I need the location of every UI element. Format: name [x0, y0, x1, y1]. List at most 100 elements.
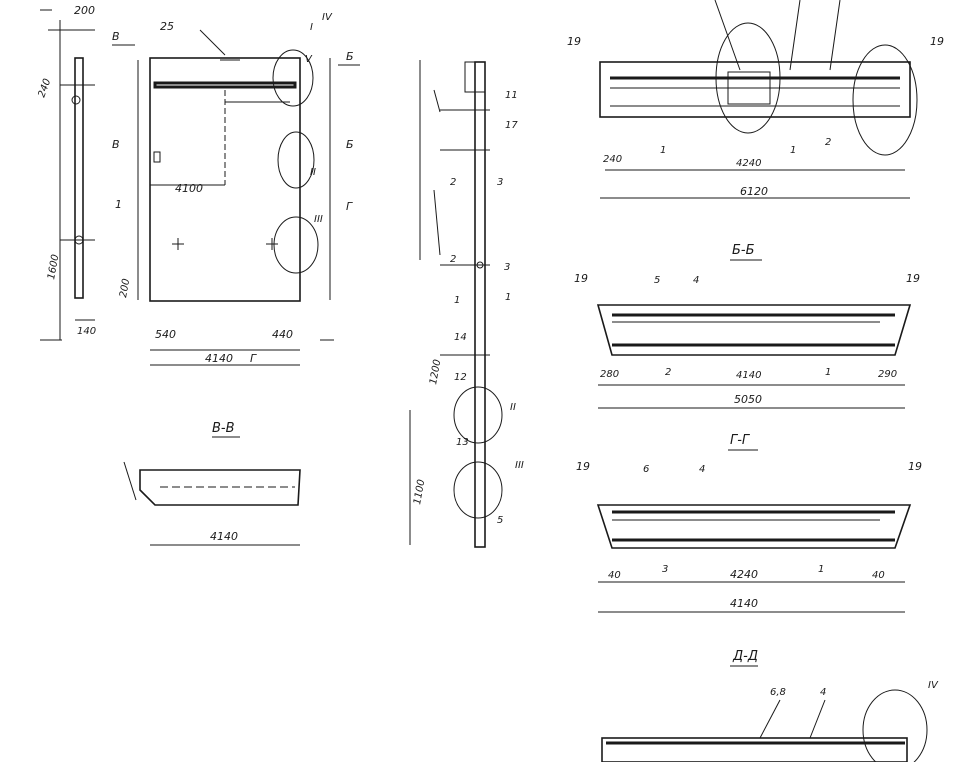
section-v-dim: 4140 [210, 530, 238, 543]
section-b-mark-1: 1 [825, 367, 831, 378]
edge-mark-11: 11 [505, 90, 518, 101]
edge-mark-5: 5 [497, 515, 503, 526]
panel-dim-440: 440 [272, 328, 293, 341]
plan-a-view: 19 19 1 1 2 6120 240 4240 [567, 0, 944, 199]
section-v-title: В-В [212, 421, 235, 436]
section-g-dim-4240: 4240 [730, 568, 758, 581]
section-d-outline [601, 737, 908, 762]
strip-node-top [71, 95, 81, 105]
section-d-leader-1 [759, 699, 781, 739]
section-d-mark-4: 4 [820, 687, 826, 698]
section-g-dim-4140: 4140 [730, 597, 758, 610]
plan-a-mark-2: 2 [825, 137, 831, 148]
strip-dim-1: 200 [74, 4, 95, 17]
edge-detail-circle-III [453, 461, 503, 519]
mark-I: I [310, 22, 313, 33]
section-d-circle-IV [862, 689, 928, 762]
strip-body [74, 57, 84, 299]
panel-dim-4140: 4140 [205, 352, 233, 365]
section-g-mark-1: 1 [818, 564, 824, 575]
strip-dim-4: 140 [77, 326, 96, 337]
section-b-view: Б-Б 19 19 5 4 2 1 280 4140 290 5050 [574, 243, 920, 409]
section-d-view: Д-Д 6,8 4 IV [601, 649, 939, 762]
strip-node [74, 235, 84, 245]
panel-cross-mark-2 [266, 238, 278, 250]
cut-v-top: В [112, 30, 120, 43]
edge-mark-1a: 1 [454, 295, 460, 306]
mark-IV: IV [322, 12, 333, 23]
edge-hatch-1 [433, 89, 441, 113]
cut-g-bottom: Г [250, 352, 257, 365]
edge-mark-3b: 3 [504, 262, 510, 273]
edge-mark-17: 17 [505, 120, 518, 131]
section-g-mark-19-right: 19 [908, 460, 922, 473]
plan-a-leader-2 [789, 0, 801, 71]
mark-II: II [310, 167, 316, 178]
panel-outline [149, 57, 301, 302]
plan-a-mark-1b: 1 [790, 145, 796, 156]
section-g-title: Г-Г [730, 433, 751, 448]
section-g-view: Г-Г 19 19 6 4 3 1 40 4240 40 4140 [576, 433, 922, 613]
section-b-title: Б-Б [732, 243, 755, 258]
edge-view: 11 17 2 3 2 3 1 1 14 12 13 5 II III 1200… [409, 60, 524, 548]
edge-mark-13: 13 [456, 437, 469, 448]
section-b-mark-2: 2 [665, 367, 671, 378]
panel-dim-4100: 4100 [175, 182, 203, 195]
cut-v-bottom: В [112, 138, 120, 151]
plan-a-dim-4240: 4240 [736, 158, 761, 169]
section-g-mark-3: 3 [662, 564, 668, 575]
side-strip-view: 200 240 1600 140 [36, 4, 96, 341]
detail-circle-I [272, 49, 314, 107]
section-d-leader-2 [809, 699, 826, 739]
edge-mark-12: 12 [454, 372, 467, 383]
edge-dim-1100: 1100 [412, 479, 427, 506]
section-g-outline [596, 504, 912, 549]
plan-a-mark-19-right: 19 [930, 35, 944, 48]
section-g-mark-4: 4 [699, 464, 705, 475]
detail-circle-III [273, 216, 319, 274]
plan-a-dim-6120: 6120 [740, 185, 768, 198]
edge-cut-III: III [515, 460, 524, 471]
section-v-hatch [123, 461, 137, 501]
front-panel-view: 25 1 I II III IV V 4100 540 4140 440 200… [112, 12, 360, 366]
cut-b-top: Б [346, 50, 354, 63]
plan-a-mark-1a: 1 [660, 145, 666, 156]
section-b-dim-5050: 5050 [734, 393, 762, 406]
edge-dim-1200: 1200 [428, 359, 443, 386]
strip-dim-3: 1600 [46, 254, 61, 281]
section-b-mark-19-left: 19 [574, 272, 588, 285]
section-d-title: Д-Д [732, 649, 758, 664]
panel-dim-200: 200 [118, 278, 132, 299]
plan-a-opening [727, 71, 771, 105]
section-g-dim-40-right: 40 [872, 570, 885, 581]
panel-dim-540: 540 [155, 328, 176, 341]
leader-25 [199, 29, 226, 56]
mark-1: 1 [115, 198, 122, 211]
section-b-dim-280: 280 [600, 369, 619, 380]
mark-III: III [314, 214, 323, 225]
strip-dim-2: 240 [36, 77, 53, 99]
cut-b-bottom: Б [346, 138, 354, 151]
section-g-mark-19-left: 19 [576, 460, 590, 473]
section-v-outline [139, 469, 301, 506]
edge-mark-2b: 2 [450, 254, 456, 265]
edge-detail-circle-II [453, 386, 503, 444]
plan-a-leader-1 [714, 0, 741, 71]
section-b-mark-4: 4 [693, 275, 699, 286]
edge-top-lug [464, 61, 486, 93]
edge-mark-3a: 3 [497, 177, 503, 188]
section-g-mark-6: 6 [643, 464, 649, 475]
edge-node [476, 261, 484, 269]
cut-g-top: Г [346, 200, 353, 213]
mark-V: V [305, 54, 313, 65]
edge-mark-14: 14 [454, 332, 467, 343]
plan-a-mark-19-left: 19 [567, 35, 581, 48]
section-b-mark-5: 5 [654, 275, 660, 286]
detail-circle-II [277, 131, 315, 189]
side-notch [153, 151, 161, 163]
panel-cross-mark-1 [172, 238, 184, 250]
plan-a-circle-right [852, 44, 918, 156]
edge-mark-2a: 2 [450, 177, 456, 188]
edge-mark-1b: 1 [505, 292, 511, 303]
